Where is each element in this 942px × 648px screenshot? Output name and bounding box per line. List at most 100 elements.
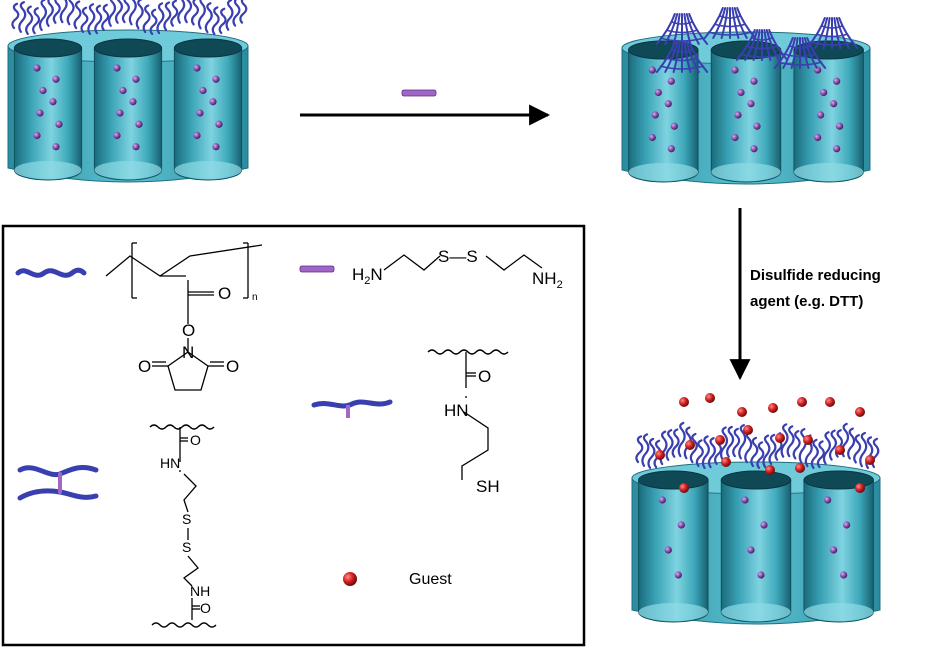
polymer-brush (204, 2, 213, 34)
released-guest (803, 435, 813, 445)
polymer-brush (786, 425, 795, 458)
polymer-brush (108, 0, 117, 27)
cargo-molecule (757, 571, 765, 579)
pores-capped (621, 7, 871, 185)
polymer-brush (11, 2, 20, 30)
cargo-molecule (843, 521, 851, 529)
crosslink-hn: HN (160, 455, 180, 471)
cap-ring (777, 61, 823, 66)
cap-strand (763, 29, 772, 61)
crosslink-icon (17, 465, 99, 501)
cap-ring (659, 65, 705, 70)
polymer-brush (707, 437, 716, 469)
cystamine-structure: H2N S—S NH2 (352, 247, 563, 291)
pore-opening (93, 38, 163, 58)
polymer-brush (683, 426, 692, 460)
polymer-brush (859, 431, 868, 468)
cap-ring (665, 29, 699, 34)
pore-bottom (638, 603, 709, 621)
thiol-polymer-icon (311, 399, 393, 409)
polymer-brush (239, 0, 248, 24)
polymer-brush (73, 0, 82, 30)
released-guest (743, 425, 753, 435)
cap-strand (733, 7, 748, 39)
cargo-molecule (129, 98, 137, 106)
pore-channel (803, 479, 874, 623)
pores-uncapped (7, 0, 249, 183)
cargo-molecule (814, 66, 822, 74)
polymer-brush (190, 0, 199, 26)
cargo-molecule (199, 86, 207, 95)
cap-strand (735, 29, 756, 61)
pore-channel (638, 479, 709, 623)
polymer-brush (822, 431, 831, 465)
cargo-molecule (658, 496, 666, 504)
cap-ring (713, 23, 747, 28)
released-guest (685, 440, 695, 450)
cap-strand (805, 17, 826, 49)
cargo-molecule (113, 131, 121, 140)
polymer-brush (135, 0, 144, 30)
cap-ring (815, 33, 849, 38)
cap-strand (688, 13, 709, 45)
polymer-brush (87, 3, 96, 36)
released-guest (825, 397, 835, 407)
crosslink-structure (149, 424, 217, 628)
cap-ring (707, 31, 753, 36)
polymer-brush (847, 427, 856, 460)
cargo-molecule (830, 100, 838, 108)
cap-strand (683, 41, 692, 73)
polymer-brush (177, 0, 186, 24)
cargo-molecule (648, 66, 656, 74)
polymer-brush (197, 0, 206, 30)
thiol-sh: SH (476, 477, 500, 496)
polymer-brush (38, 0, 47, 32)
pores-released (631, 393, 881, 625)
cargo-molecule (750, 77, 758, 85)
polymer-brush (635, 435, 644, 464)
cargo-molecule (750, 145, 758, 153)
polymer-brush (218, 7, 227, 35)
cargo-molecule (33, 64, 41, 72)
cargo-molecule (677, 521, 685, 529)
polymer-brush (671, 428, 680, 458)
polymer-chain-icon (15, 267, 87, 278)
polymer-brush (828, 429, 837, 461)
polymer-brush (768, 433, 777, 465)
cargo-molecule (651, 111, 659, 119)
cargo-molecule (132, 75, 140, 83)
cargo-molecule (667, 145, 675, 153)
released-guest (835, 445, 845, 455)
pore-opening (173, 38, 243, 58)
polymer-brush (170, 0, 179, 27)
cap-strand (703, 7, 724, 39)
svg-text:NH2: NH2 (532, 269, 563, 291)
guest-icon (343, 572, 357, 586)
cap-strand (731, 7, 740, 39)
cap-strand (712, 7, 727, 39)
pore-channel (173, 47, 243, 181)
thiol-structure (427, 349, 509, 480)
released-guest (865, 455, 875, 465)
legend-box: n O O N O O H2N S—S NH2 O HN SH (1, 224, 586, 647)
reduction-arrow: Disulfide reducing agent (e.g. DTT) (729, 208, 881, 381)
polymer-brush (18, 1, 27, 33)
polymer-brush (762, 434, 771, 469)
pore-bottom (721, 603, 791, 621)
cap-strand (765, 29, 780, 61)
cap-strand (806, 37, 827, 69)
polymer-brush (853, 434, 862, 464)
cargo-molecule (731, 66, 739, 74)
polymer-brush (149, 8, 158, 36)
polymer-brush (750, 436, 759, 468)
polymer-brush (744, 430, 753, 464)
pore-bottom (14, 161, 82, 179)
cargo-molecule (731, 133, 739, 142)
pore-opening (720, 470, 792, 490)
polymer-brush (780, 423, 789, 458)
cargo-molecule (193, 131, 201, 140)
cargo-molecule (814, 133, 822, 142)
polymer-brush (798, 428, 807, 464)
cargo-molecule (132, 143, 140, 151)
polymer-brush (232, 0, 241, 27)
